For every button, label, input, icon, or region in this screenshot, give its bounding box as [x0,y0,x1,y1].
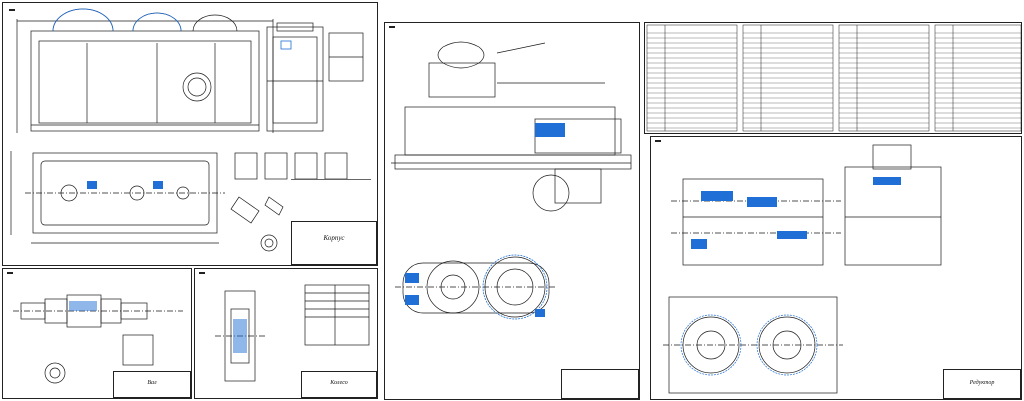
reducer-drawing [663,144,942,394]
title-block: Вал [113,371,191,398]
title-block: Корпус [291,221,377,265]
drawing-sheet-housing: Корпус [2,2,378,266]
sheet-corner-label [7,272,13,274]
shaft-drawing [13,294,183,384]
title-block [561,369,639,399]
title-block: Колесо [301,371,377,398]
sheet-corner-label [389,26,395,28]
drawing-sheet-spec [644,22,1022,134]
title-block-name: Корпус [323,234,345,242]
wheel-drawing [215,284,370,382]
drawing-sheet-general [384,22,640,400]
drawing-sheet-reducer: Редуктор [650,136,1022,400]
drawing-sheet-wheel: Колесо [194,268,378,399]
general-assembly-drawing [391,41,632,320]
sheet-corner-label [199,272,205,274]
drawing-sheet-shaft: Вал [2,268,192,399]
technical-notes [291,179,371,220]
sheet-corner-label [655,140,661,142]
specification-tables [646,24,1022,132]
title-block-name: Вал [147,380,157,386]
title-block-name: Редуктор [969,380,995,386]
title-block: Редуктор [943,369,1021,399]
title-block-name: Колесо [330,380,348,386]
sheet-corner-label [9,9,15,11]
